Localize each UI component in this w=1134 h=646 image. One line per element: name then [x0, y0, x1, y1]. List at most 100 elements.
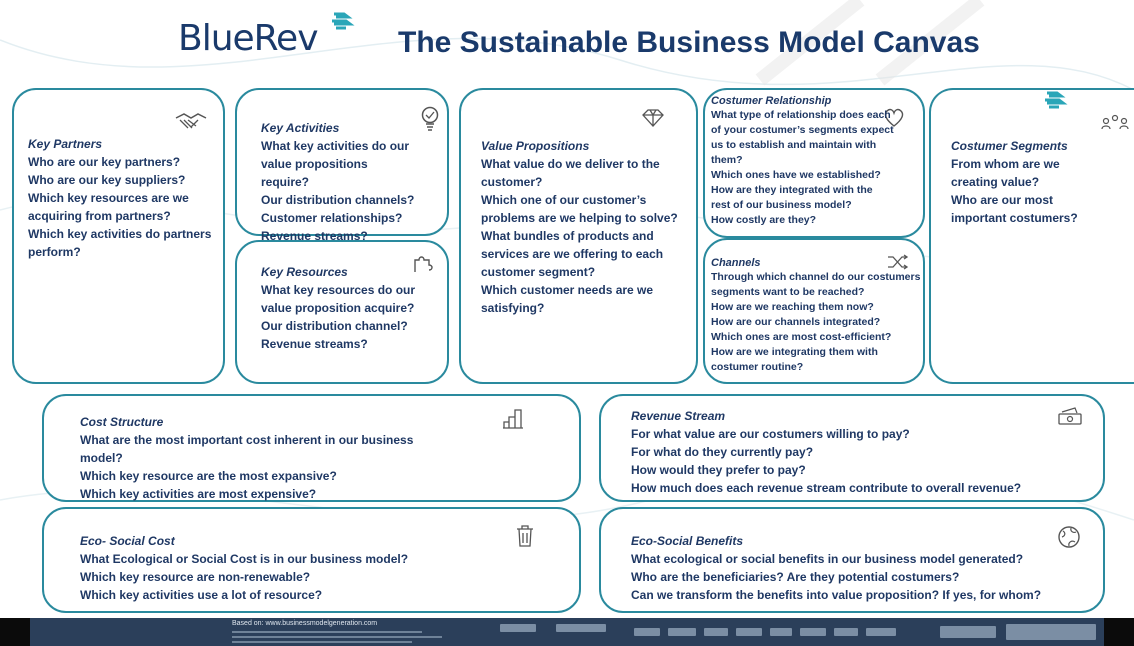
revenue-stream-line: For what do they currently pay?	[631, 445, 814, 459]
partner-logo	[770, 628, 792, 636]
money-icon	[1058, 407, 1082, 425]
value-propositions-line: What value do we deliver to the	[481, 157, 660, 171]
partner-logo	[866, 628, 896, 636]
footer-fine-print	[232, 636, 442, 638]
key-resources-line: value proposition acquire?	[261, 301, 415, 315]
partner-logo	[736, 628, 762, 636]
globe-icon	[1058, 526, 1080, 548]
costumer-relationship-line: How are they integrated with the	[711, 184, 873, 196]
eco-social-benefits-box: Eco-Social Benefits What ecological or s…	[599, 507, 1105, 613]
key-activities-box: Key Activities What key activities do ou…	[235, 88, 449, 243]
key-resources-heading: Key Resources	[261, 265, 348, 279]
key-activities-line: value propositions	[261, 157, 368, 171]
value-propositions-line: customer segment?	[481, 265, 596, 279]
header: BlueRev The Sustainable Business Model C…	[0, 0, 1134, 80]
handshake-icon	[175, 113, 207, 129]
page-title: The Sustainable Business Model Canvas	[398, 26, 980, 59]
value-propositions-line: What bundles of products and	[481, 229, 654, 243]
revenue-stream-line: For what value are our costumers willing…	[631, 427, 910, 441]
key-partners-line: Which key resources are we	[28, 191, 189, 205]
value-propositions-line: services are we offering to each	[481, 247, 664, 261]
footer-edge	[0, 618, 30, 646]
eu-funding-logo	[940, 626, 996, 638]
costumer-relationship-heading: Costumer Relationship	[711, 95, 832, 107]
partner-logo	[668, 628, 696, 636]
costumer-relationship-line: How costly are they?	[711, 214, 817, 226]
costumer-segments-box: Costumer Segments From whom are we creat…	[929, 88, 1134, 384]
logo-wave-icon	[1045, 91, 1068, 109]
channels-heading: Channels	[711, 257, 761, 269]
eco-social-benefits-heading: Eco-Social Benefits	[631, 534, 744, 548]
trash-icon	[517, 525, 533, 547]
costumer-segments-line: creating value?	[951, 175, 1040, 189]
key-resources-line: Revenue streams?	[261, 337, 368, 351]
key-activities-line: Our distribution channels?	[261, 193, 415, 207]
cost-structure-line: Which key resource are the most expansiv…	[80, 469, 337, 483]
value-propositions-box: Value Propositions What value do we deli…	[459, 88, 698, 384]
revenue-stream-box: Revenue Stream For what value are our co…	[599, 394, 1105, 502]
eco-social-cost-line: Which key resource are non-renewable?	[80, 570, 311, 584]
cost-structure-heading: Cost Structure	[80, 415, 164, 429]
footer-source: Based on: www.businessmodelgeneration.co…	[232, 620, 378, 627]
logo-wave-icon	[332, 12, 355, 30]
cost-structure-line: Which key activities are most expensive?	[80, 487, 317, 501]
eco-social-cost-heading: Eco- Social Cost	[80, 534, 175, 548]
value-propositions-line: customer?	[481, 175, 543, 189]
key-activities-line: require?	[261, 175, 310, 189]
eco-social-benefits-line: Who are the beneficiaries? Are they pote…	[631, 570, 960, 584]
costumer-relationship-line: What type of relationship does each	[711, 109, 891, 121]
channels-line: costumer routine?	[711, 361, 804, 373]
channels-line: Through which channel do our costumers	[711, 271, 921, 283]
costumer-segments-heading: Costumer Segments	[951, 139, 1068, 153]
partner-logo	[834, 628, 858, 636]
key-activities-line: Revenue streams?	[261, 229, 368, 243]
eco-social-cost-line: Which key activities use a lot of resour…	[80, 588, 323, 602]
channels-line: How are our channels integrated?	[711, 316, 881, 328]
costumer-segments-line: From whom are we	[951, 157, 1060, 171]
key-activities-heading: Key Activities	[261, 121, 340, 135]
eco-social-benefits-line: Can we transform the benefits into value…	[631, 588, 1042, 602]
cost-structure-line: What are the most important cost inheren…	[80, 433, 414, 447]
key-partners-heading: Key Partners	[28, 137, 103, 151]
channels-line: How are we reaching them now?	[711, 301, 874, 313]
channels-box: Channels Through which channel do our co…	[703, 238, 925, 384]
brand-logo: BlueRev	[178, 18, 319, 59]
channels-line: How are we integrating them with	[711, 346, 878, 358]
heart-icon	[884, 108, 904, 127]
partner-logo	[800, 628, 826, 636]
eco-social-cost-line: What Ecological or Social Cost is in our…	[80, 552, 409, 566]
costumer-relationship-box: Costumer Relationship What type of relat…	[703, 88, 925, 238]
lightbulb-icon	[421, 106, 439, 131]
footer-contact	[500, 624, 536, 632]
cost-structure-line: model?	[80, 451, 123, 465]
key-resources-line: What key resources do our	[261, 283, 416, 297]
key-partners-box: Key Partners Who are our key partners? W…	[12, 88, 225, 384]
partner-logo	[634, 628, 660, 636]
shuffle-icon	[888, 254, 909, 270]
value-propositions-line: problems are we helping to solve?	[481, 211, 678, 225]
key-partners-line: perform?	[28, 245, 81, 259]
eco-social-cost-box: Eco- Social Cost What Ecological or Soci…	[42, 507, 581, 613]
footer-fine-print	[232, 641, 412, 643]
costumer-relationship-line: them?	[711, 154, 743, 166]
revenue-stream-line: How would they prefer to pay?	[631, 463, 806, 477]
revenue-stream-heading: Revenue Stream	[631, 409, 726, 423]
key-partners-line: Who are our key suppliers?	[28, 173, 186, 187]
value-propositions-line: Which customer needs are we	[481, 283, 654, 297]
channels-line: segments want to be reached?	[711, 286, 865, 298]
footer-disclaimer	[1006, 624, 1096, 640]
key-activities-line: Customer relationships?	[261, 211, 403, 225]
value-propositions-line: Which one of our customer’s	[481, 193, 647, 207]
costumer-relationship-line: us to establish and maintain with	[711, 139, 877, 151]
costumer-segments-line: important costumers?	[951, 211, 1078, 225]
channels-line: Which ones are most cost-efficient?	[711, 331, 892, 343]
partner-logo	[704, 628, 728, 636]
key-resources-line: Our distribution channel?	[261, 319, 408, 333]
eco-social-benefits-line: What ecological or social benefits in ou…	[631, 552, 1024, 566]
diamond-icon	[642, 109, 664, 127]
costumer-segments-line: Who are our most	[951, 193, 1054, 207]
costumer-relationship-line: Which ones have we established?	[711, 169, 881, 181]
footer-edge	[1104, 618, 1134, 646]
footer-social-links	[556, 624, 606, 632]
value-propositions-line: satisfying?	[481, 301, 545, 315]
